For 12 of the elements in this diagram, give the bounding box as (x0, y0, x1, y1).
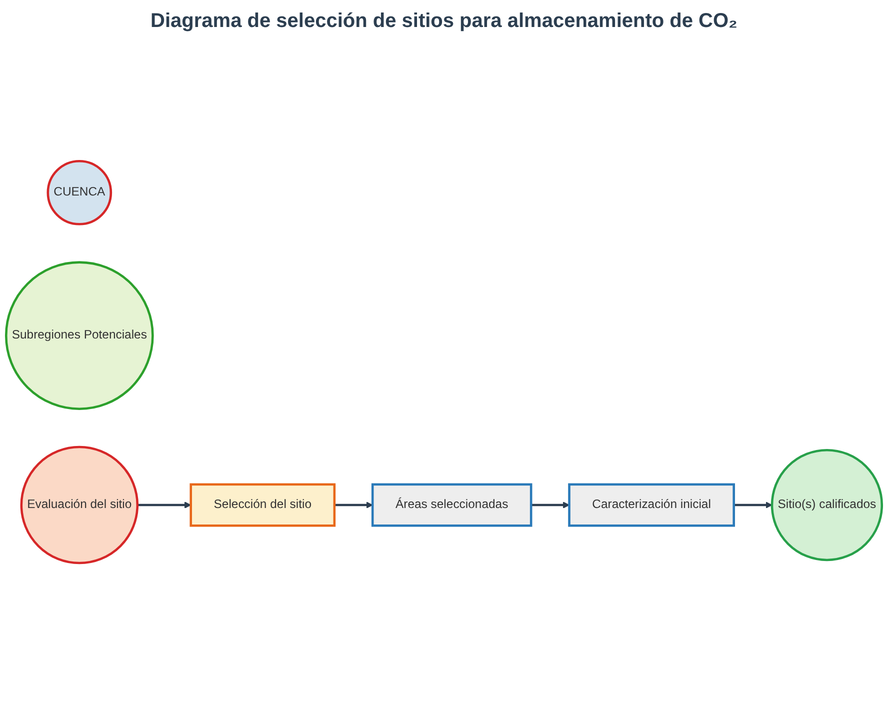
node-box: Caracterización inicial (568, 483, 735, 527)
node-box: Áreas seleccionadas (371, 483, 532, 527)
diagram-title: Diagrama de selección de sitios para almacenamiento de CO₂ (150, 10, 738, 33)
node-circle: Sitio(s) calificados (770, 448, 884, 562)
node-circle: Evaluación del sitio (20, 446, 139, 564)
arrow (531, 502, 570, 508)
arrow (137, 502, 192, 508)
arrow (334, 502, 373, 508)
node-circle: Subregiones Potenciales (4, 261, 154, 410)
node-box: Selección del sitio (190, 483, 336, 527)
arrow (734, 502, 772, 508)
node-circle: CUENCA (46, 160, 112, 226)
